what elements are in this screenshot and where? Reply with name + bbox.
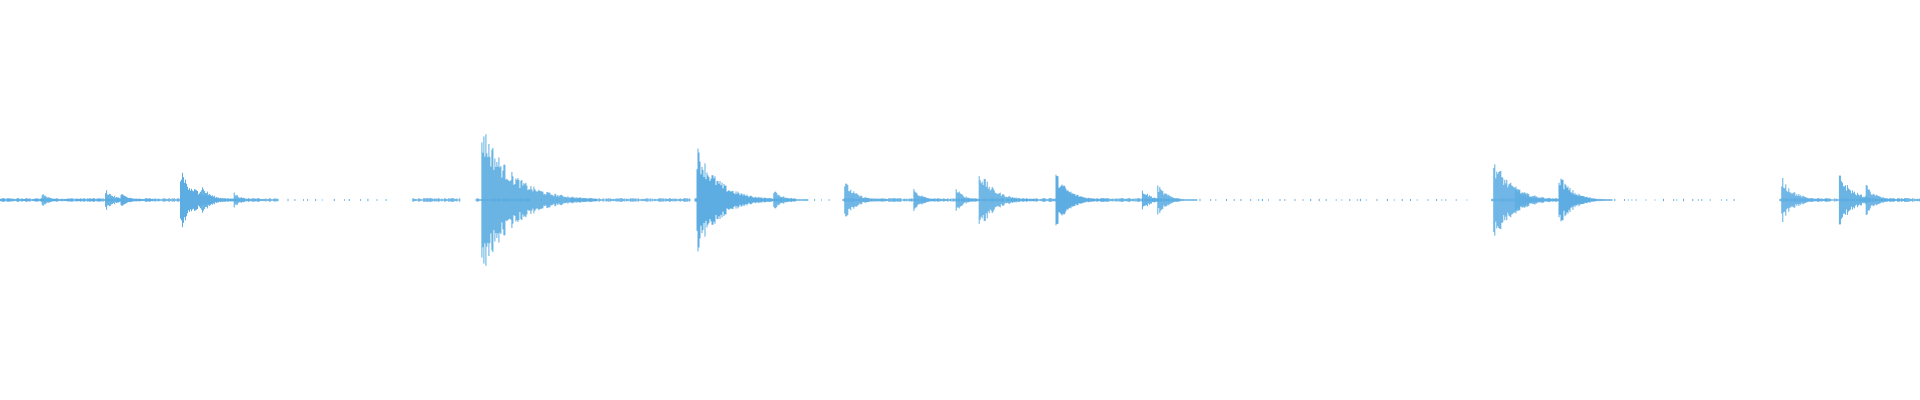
waveform-transient xyxy=(1514,186,1555,214)
waveform-transient xyxy=(1558,178,1613,222)
waveform-transient xyxy=(913,189,949,211)
waveform-segment xyxy=(287,198,387,202)
waveform-segment xyxy=(1199,198,1343,202)
waveform-segment xyxy=(1602,198,1735,202)
waveform-transient xyxy=(978,176,1038,224)
waveform-segment xyxy=(805,199,830,201)
waveform-transient xyxy=(1865,185,1906,215)
waveform-transient xyxy=(1055,174,1110,226)
waveform-transient xyxy=(844,183,889,217)
waveform-transient xyxy=(233,192,264,208)
waveform-segment xyxy=(1349,198,1468,202)
waveform-transient xyxy=(481,134,598,266)
waveform-transient xyxy=(1781,178,1831,222)
waveform-transient xyxy=(773,191,809,209)
waveform-transient xyxy=(120,194,151,206)
waveform-segment xyxy=(412,198,461,202)
waveform-transient xyxy=(696,148,785,252)
waveform-transient xyxy=(41,194,72,206)
waveform-transient xyxy=(1157,185,1198,215)
waveform-trace xyxy=(0,134,1920,266)
